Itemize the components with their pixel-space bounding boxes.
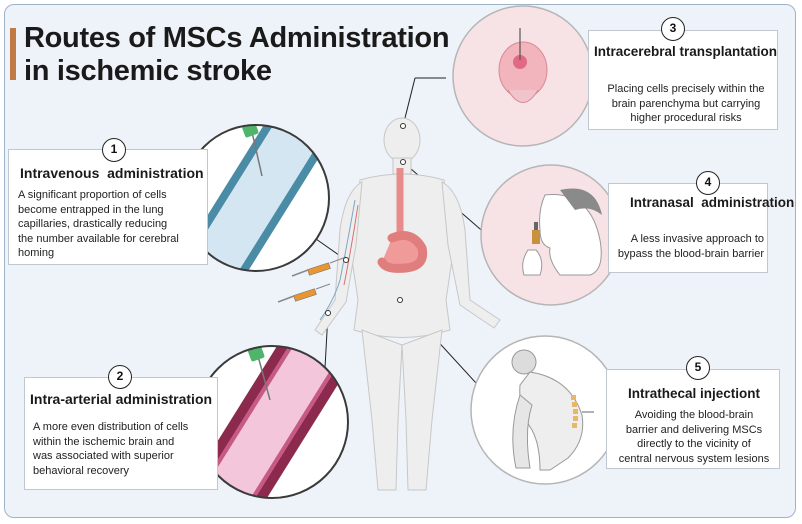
route-number-5: 5: [686, 356, 710, 380]
desc-line: become entrapped in the lung: [18, 203, 164, 216]
syringe-lower: [277, 283, 331, 303]
desc-line: capillaries, drastically reducing: [18, 218, 168, 230]
route-heading-intranasal: Intranasal administration: [630, 195, 794, 210]
brain-circle: [452, 5, 594, 147]
desc-line: higher procedural risks: [630, 112, 742, 124]
route-desc-intra-arterial: A more even distribution of cells within…: [33, 420, 188, 478]
route-number-4: 4: [696, 171, 720, 195]
page-title: Routes of MSCs Administration in ischemi…: [24, 22, 450, 88]
spine-circle: [470, 335, 620, 485]
desc-line: was associated with superior: [33, 450, 174, 462]
desc-line: within the ischemic brain and: [33, 435, 175, 448]
heading-text: Intrathecal injectiont: [628, 386, 761, 401]
nasal-circle: [480, 164, 622, 306]
vein-closeup-circle: [182, 124, 330, 272]
title-line-1: Routes of MSCs Administration: [24, 22, 450, 54]
route-card-intracerebral: [588, 30, 778, 130]
arm-vessels: [319, 199, 359, 321]
desc-line: Placing cells precisely within the: [607, 83, 765, 95]
route-card-intranasal: [608, 183, 768, 273]
heading-text: Intravenous administration: [20, 165, 204, 181]
route-desc-intrathecal: Avoiding the blood-brain barrier and del…: [612, 408, 776, 466]
route-heading-intracerebral: Intracerebral transplantation: [594, 44, 777, 59]
heading-text: Intranasal administration: [630, 195, 795, 210]
route-number-3: 3: [661, 17, 685, 41]
heading-text: Intracerebral transplantation: [594, 44, 778, 59]
heading-text: Intra-arterial administration: [30, 391, 213, 407]
stomach: [377, 231, 428, 273]
route-desc-intravenous: A significant proportion of cells become…: [18, 188, 179, 261]
desc-line: homing: [18, 247, 55, 259]
syringe-upper: [291, 256, 347, 277]
desc-line: barrier and delivering MSCs: [625, 423, 763, 436]
desc-line: A less invasive approach to: [630, 233, 764, 245]
desc-line: bypass the blood-brain barrier: [617, 247, 764, 260]
title-line-2: in ischemic stroke: [24, 55, 272, 87]
desc-line: A significant proportion of cells: [18, 189, 167, 201]
spine-vertebrae: [571, 395, 578, 428]
route-number-1: 1: [102, 138, 126, 162]
route-card-intrathecal: [606, 369, 780, 469]
site-markers: [325, 123, 406, 316]
route-desc-intranasal: A less invasive approach to bypass the b…: [612, 232, 764, 261]
route-heading-intravenous: Intravenous administration: [20, 165, 204, 181]
desc-line: central nervous system lesions: [618, 452, 770, 465]
route-desc-intracerebral: Placing cells precisely within the brain…: [596, 82, 776, 126]
route-number-2: 2: [108, 365, 132, 389]
desc-line: Avoiding the blood-brain: [634, 409, 754, 421]
desc-line: the number available for cerebral: [18, 232, 179, 245]
route-heading-intrathecal: Intrathecal injectiont: [628, 386, 760, 401]
route-heading-intra-arterial: Intra-arterial administration: [30, 391, 212, 407]
route-card-intra-arterial: [24, 377, 218, 490]
desc-line: brain parenchyma but carrying: [611, 97, 761, 110]
desc-line: A more even distribution of cells: [33, 421, 189, 433]
desc-line: behavioral recovery: [33, 464, 129, 477]
desc-line: directly to the vicinity of: [637, 438, 751, 450]
title-accent-bar: [10, 28, 16, 80]
